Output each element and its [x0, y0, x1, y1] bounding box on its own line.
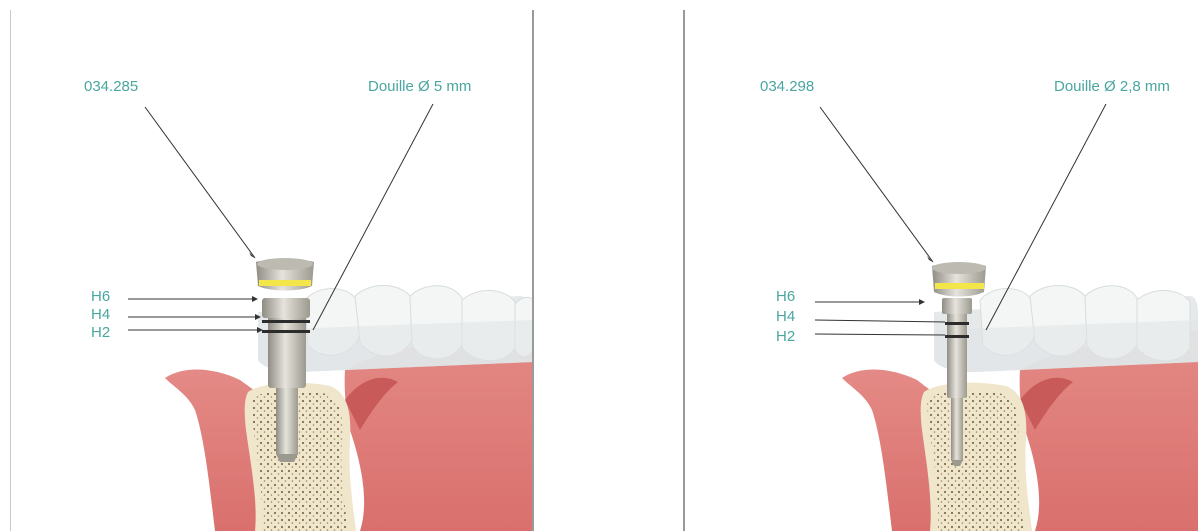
- sleeve-diameter-label: Douille Ø 2,8 mm: [1054, 78, 1170, 96]
- depth-mark-h6: H6: [776, 288, 795, 306]
- panel-left: 034.285 Douille Ø 5 mm H6 H4 H2: [0, 0, 600, 531]
- depth-mark-h6: H6: [91, 288, 110, 306]
- part-number-label: 034.298: [760, 78, 814, 96]
- panel-right: 034.298 Douille Ø 2,8 mm H6 H4 H2: [600, 0, 1198, 531]
- panel-border-left: [10, 10, 11, 531]
- sleeve-diameter-label: Douille Ø 5 mm: [368, 78, 471, 96]
- depth-mark-h2: H2: [776, 328, 795, 346]
- part-number-label: 034.285: [84, 78, 138, 96]
- panel-divider: [532, 10, 534, 531]
- depth-mark-h2: H2: [91, 324, 110, 342]
- depth-mark-h4: H4: [91, 306, 110, 324]
- depth-mark-h4: H4: [776, 308, 795, 326]
